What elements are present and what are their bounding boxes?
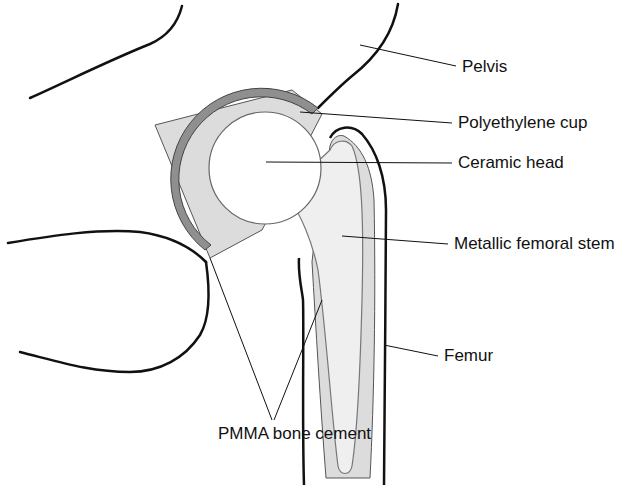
part-label: Pelvis xyxy=(462,57,507,77)
part-label: Metallic femoral stem xyxy=(454,234,615,254)
femur-outline-medial xyxy=(299,258,304,485)
leader-lines xyxy=(210,45,456,420)
part-label: PMMA bone cement xyxy=(218,424,371,444)
ceramic-head xyxy=(209,112,321,224)
part-label: Polyethylene cup xyxy=(458,113,587,133)
cup-bone-cement xyxy=(155,90,322,258)
part-label: Ceramic head xyxy=(458,153,564,173)
part-label: Femur xyxy=(444,346,493,366)
